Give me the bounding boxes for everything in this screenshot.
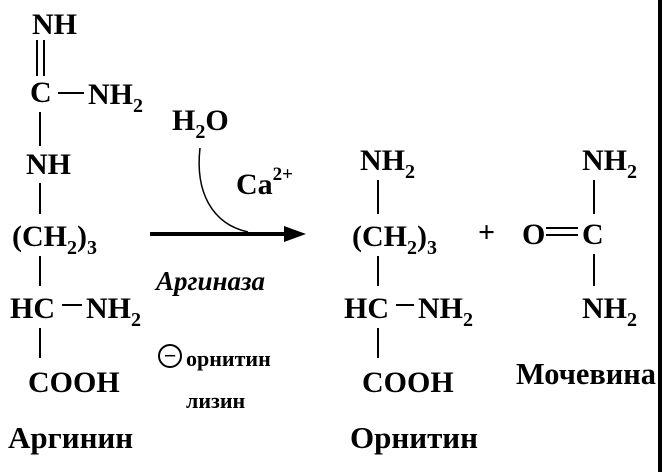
ornithine-structure: NH2 (CH2)3 HC NH2 COOH Орнитин [344,144,478,455]
arginine-label: Аргинин [8,420,133,455]
ornithine-label: Орнитин [350,420,478,455]
urea-carbon: C [582,218,604,251]
inhibition-minus-sign: − [164,343,177,368]
ornithine-hc: HC [344,292,389,325]
arginine-alpha-nh2: NH2 [86,292,141,331]
arginine-ch2-chain: (CH2)3 [12,220,97,259]
arginine-cooh: COOH [28,366,120,399]
inhibitor-ornithine-label: орнитин [186,346,271,371]
reaction-arrow-head [284,226,306,242]
arginine-guanidino-carbon: C [30,76,52,109]
arginine-structure: NH C NH2 NH (CH2)3 HC NH2 COOH Аргинин [8,8,143,455]
ornithine-delta-nh2: NH2 [360,144,415,183]
arginine-guanidino-nh2: NH2 [88,78,143,117]
urea-bottom-nh2: NH2 [582,292,637,331]
urea-label: Мочевина [516,356,656,391]
reaction-arrow-group: H2O Ca2+ Аргиназа − орнитин лизин [150,104,306,413]
water-entry-curve [198,147,249,233]
calcium-cofactor-label: Ca2+ [236,164,293,201]
arginine-imine-nh: NH [32,8,77,41]
ornithine-ch2-chain: (CH2)3 [352,220,437,259]
ornithine-cooh: COOH [362,366,454,399]
plus-sign: + [478,216,495,249]
arginase-enzyme-label: Аргиназа [154,266,265,296]
inhibitor-lysine-label: лизин [186,388,246,413]
urea-structure: NH2 O C NH2 Мочевина [516,144,656,391]
arginine-nh: NH [26,148,71,181]
ornithine-alpha-nh2: NH2 [418,292,473,331]
water-label: H2O [172,104,229,143]
urea-oxygen: O [522,218,545,251]
arginine-hc: HC [10,292,55,325]
urea-top-nh2: NH2 [582,144,637,183]
inhibition-circle-icon [158,344,182,368]
